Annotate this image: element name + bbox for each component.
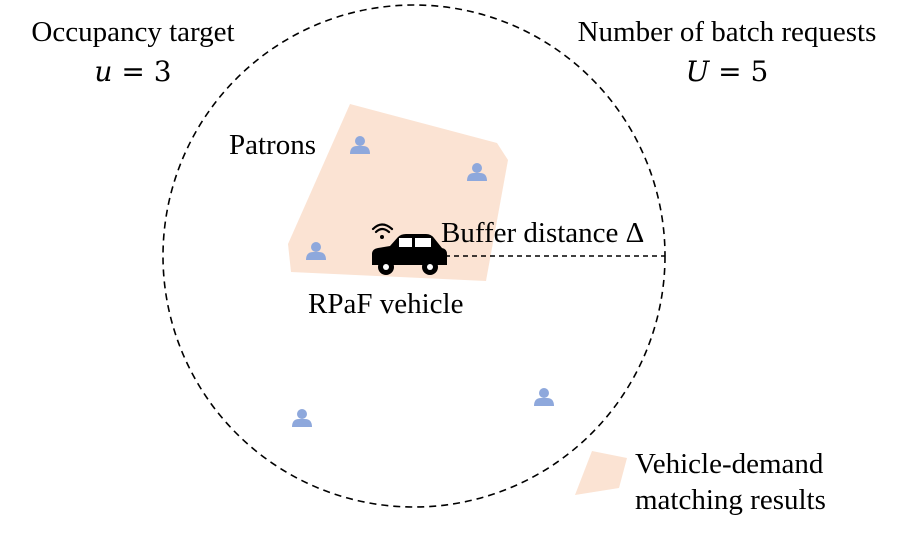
occupancy-target-equation: u = 3	[94, 58, 171, 86]
person-icon	[534, 388, 554, 406]
legend-swatch	[575, 451, 627, 495]
legend-line-2: matching results	[635, 484, 826, 516]
batch-requests-equation: U = 5	[686, 58, 769, 86]
batch-value: = 5	[718, 55, 769, 88]
legend-line-1: Vehicle-demand	[635, 448, 824, 480]
person-icon	[306, 242, 326, 260]
car-icon	[372, 234, 447, 275]
occupancy-variable: u	[94, 55, 113, 88]
wifi-signal-icon	[371, 223, 394, 239]
matching-region	[288, 104, 508, 281]
buffer-distance-label: Buffer distance Δ	[441, 217, 645, 249]
person-icon	[467, 163, 487, 181]
occupancy-value: = 3	[121, 55, 172, 88]
occupancy-target-label: Occupancy target	[31, 16, 235, 48]
batch-variable: U	[685, 55, 710, 88]
person-icon	[350, 136, 370, 154]
batch-requests-label: Number of batch requests	[577, 16, 877, 48]
vehicle-label: RPaF vehicle	[308, 288, 464, 320]
patrons-label: Patrons	[229, 129, 316, 161]
person-icon	[292, 409, 312, 427]
